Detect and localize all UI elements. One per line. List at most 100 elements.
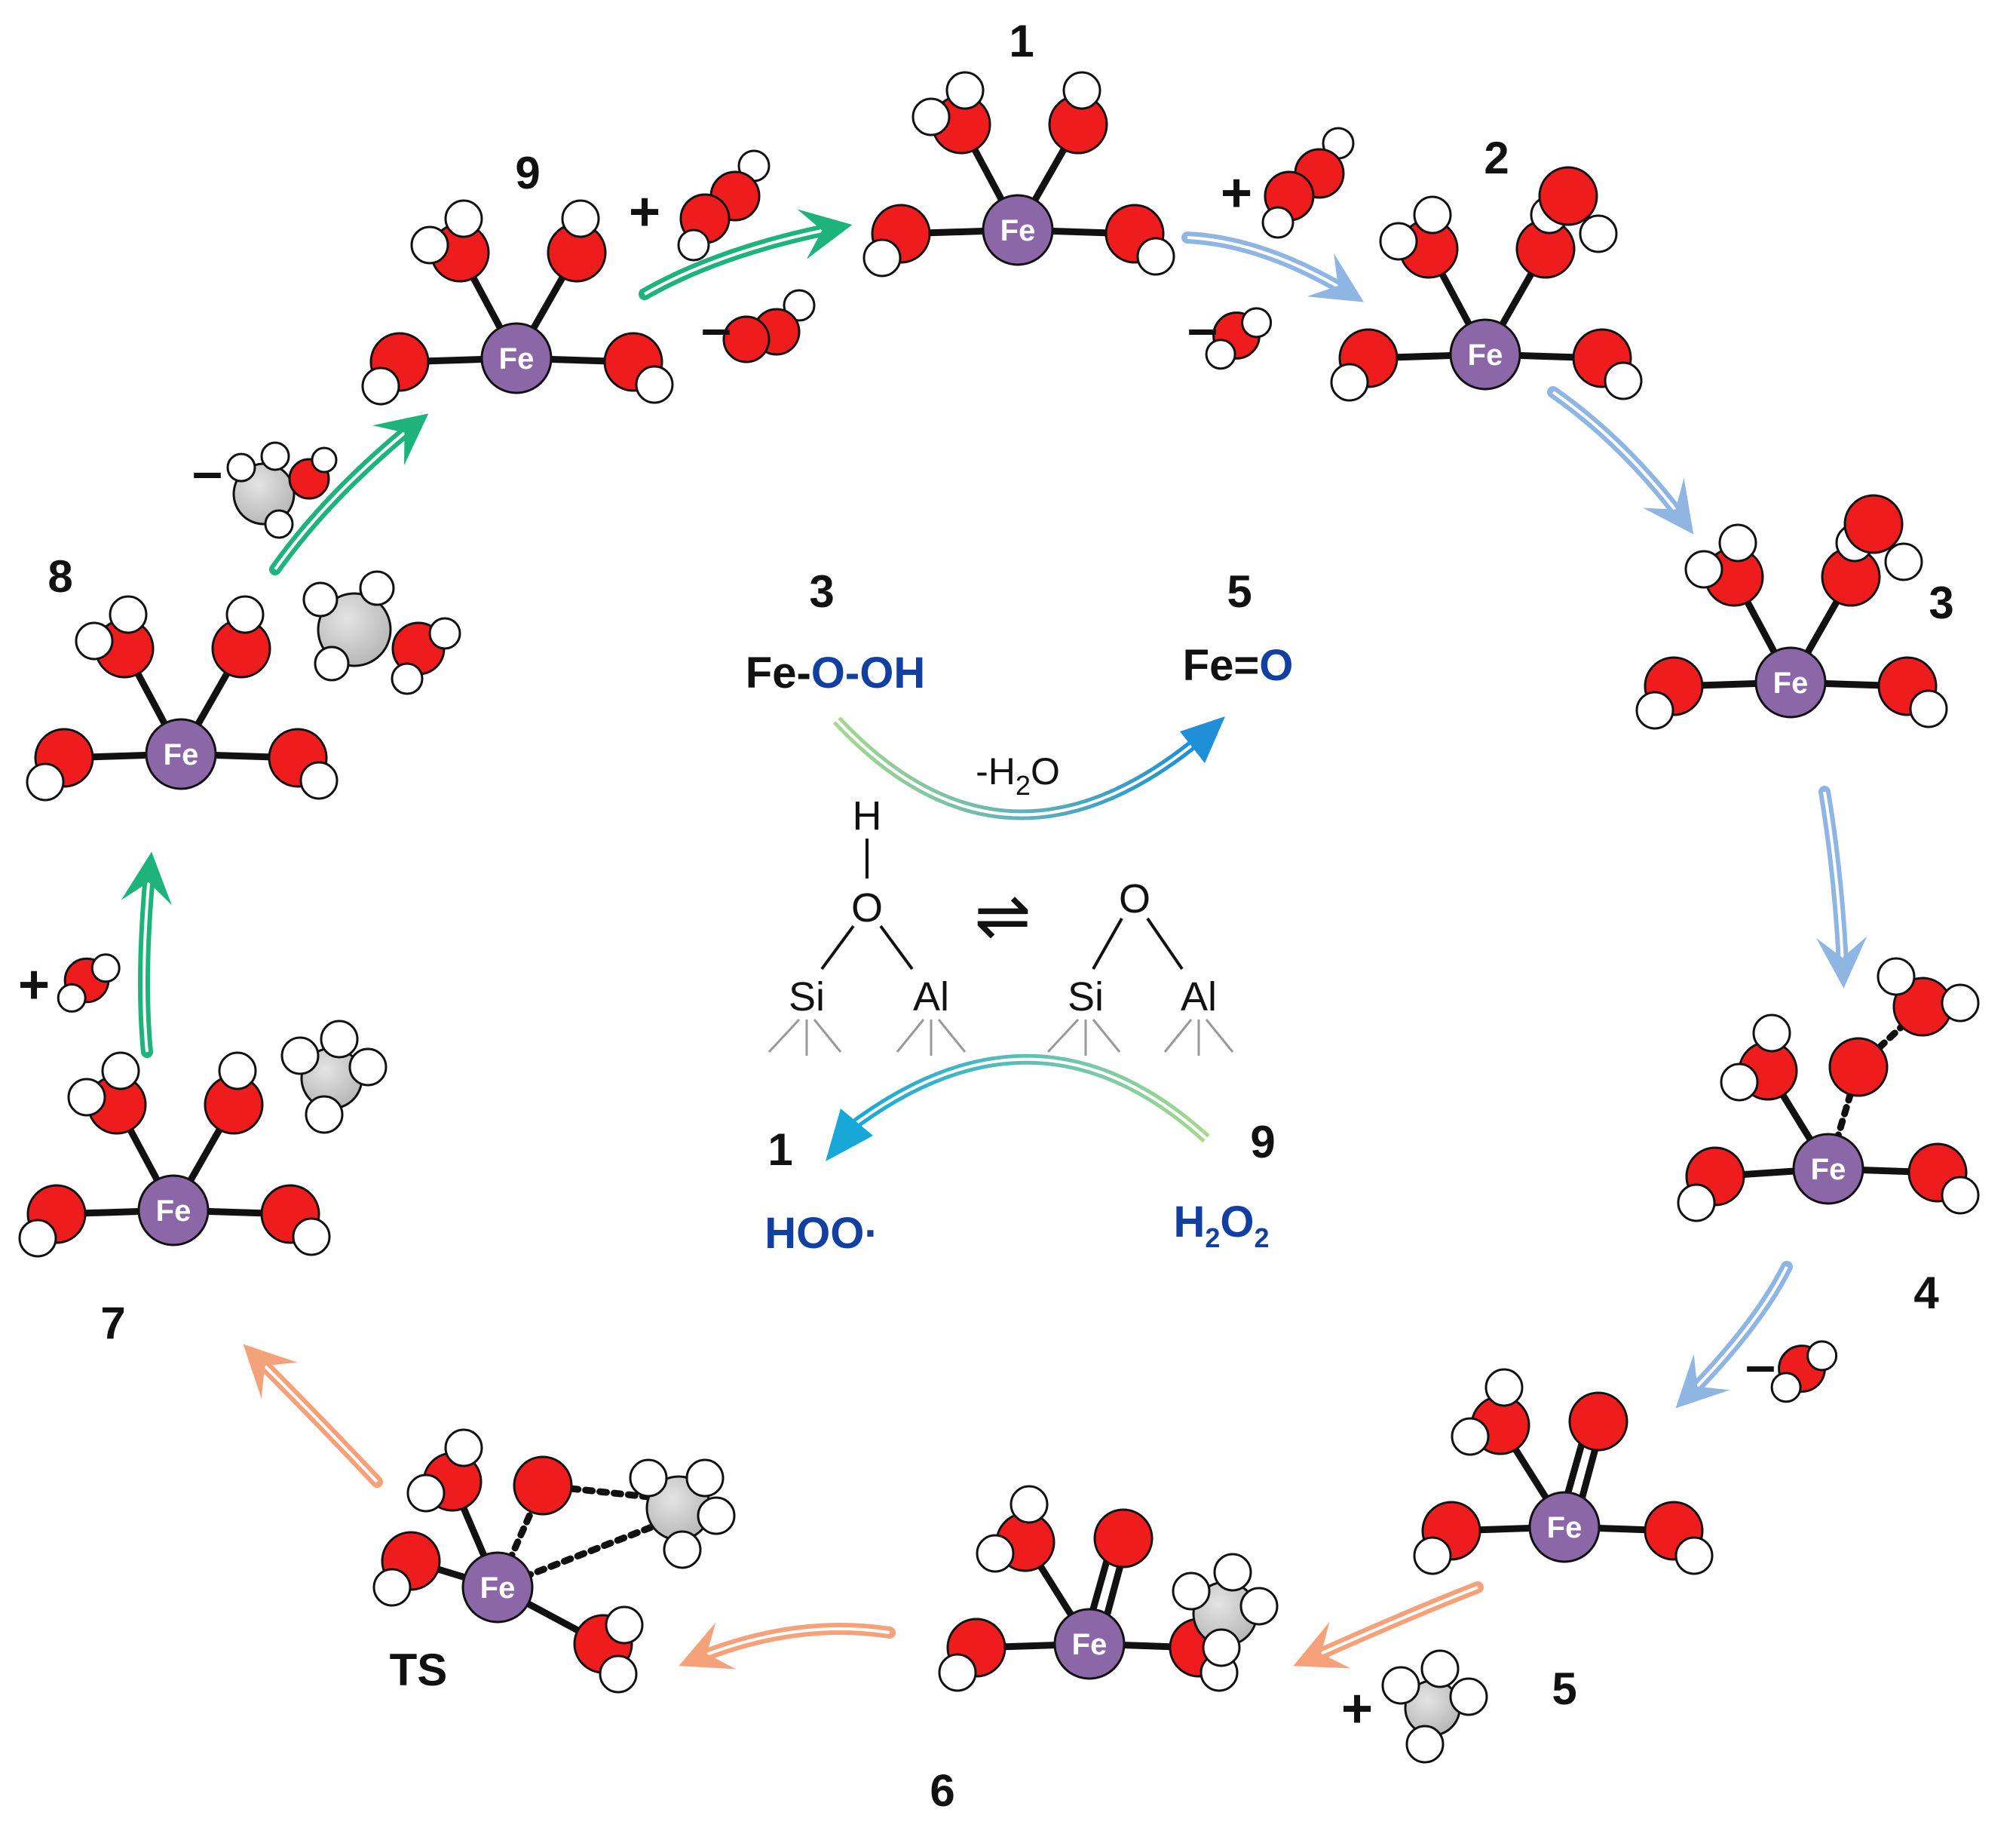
hydrogen-atom bbox=[1684, 550, 1723, 589]
iron-atom bbox=[1528, 1491, 1601, 1563]
fe-prefix: Fe- bbox=[746, 649, 811, 698]
hydrogen-atom bbox=[225, 595, 265, 634]
lewis-acid-site: O Si Al bbox=[1046, 876, 1234, 1056]
hydrogen-atom bbox=[391, 662, 424, 695]
hydrogen-atom bbox=[292, 1217, 331, 1256]
arrow-4-to-5 bbox=[1671, 1261, 1793, 1412]
hydrogen-atom bbox=[264, 509, 294, 539]
arrow-7-to-8 bbox=[118, 846, 175, 1058]
hydrogen-atom bbox=[599, 1654, 638, 1694]
hydrogen-atom bbox=[862, 238, 902, 278]
hydrogen-atom bbox=[635, 365, 674, 404]
hydrogen-atom bbox=[1062, 71, 1101, 110]
arrow-5-to-6 bbox=[1288, 1581, 1484, 1671]
iron-atom bbox=[1449, 318, 1521, 391]
hydrogen-atom bbox=[26, 762, 65, 802]
oxygen-atom bbox=[1843, 494, 1904, 554]
hydrogen-atom bbox=[561, 199, 600, 238]
center-label-3: 3 bbox=[809, 566, 834, 617]
water-removed-from-1 bbox=[1205, 307, 1273, 370]
complex-ts: Fe bbox=[372, 1428, 736, 1694]
equilibrium-arrows: ⇌ bbox=[974, 879, 1031, 954]
arrow-1-to-2 bbox=[1181, 232, 1368, 305]
hydrogen-atom bbox=[911, 97, 951, 136]
hydrogen-atom bbox=[18, 1219, 57, 1258]
complex-8: Fe bbox=[26, 595, 339, 802]
hydrogen-atom bbox=[226, 452, 256, 483]
hydrogen-atom bbox=[976, 1534, 1015, 1573]
hydrogen-atom bbox=[945, 71, 985, 110]
hydrogen-atom bbox=[1677, 1183, 1716, 1222]
hydrogen-atom bbox=[1405, 1725, 1445, 1764]
hydrogen-atom bbox=[1381, 1666, 1420, 1705]
hydrogen-atom bbox=[1379, 222, 1418, 261]
center-label-9: 9 bbox=[1250, 1117, 1275, 1167]
hydrogen-atom bbox=[302, 581, 339, 618]
iron-symbol: Fe bbox=[1000, 214, 1036, 247]
hydrogen-atom bbox=[361, 366, 400, 406]
hydrogen-atom bbox=[938, 1653, 977, 1692]
plus-sign-methane-to-6: + bbox=[1341, 1679, 1373, 1739]
hydrogen-atom bbox=[1770, 1372, 1802, 1403]
hydrogen-atom bbox=[1449, 1677, 1488, 1716]
oxygen-atom bbox=[1568, 1391, 1628, 1452]
hydrogen-atom bbox=[57, 983, 87, 1013]
hydrogen-atom bbox=[1941, 983, 1980, 1023]
hydrogen-atom bbox=[697, 1496, 736, 1535]
hydrogen-atom bbox=[314, 645, 350, 682]
iron-atom bbox=[461, 1551, 534, 1624]
methanol-removed-from-8 bbox=[226, 441, 338, 539]
hydrogen-atom bbox=[1941, 1176, 1980, 1215]
hydrogen-atom bbox=[305, 1095, 344, 1134]
arrow-6-to-ts bbox=[674, 1618, 896, 1672]
h2o2-added-to-9 bbox=[677, 149, 771, 262]
central-scheme: 3 5 Fe-O-OH Fe=O -H2O H O Si Al ⇌ bbox=[746, 566, 1294, 1258]
hydrogen-atom bbox=[299, 761, 339, 800]
state-label-5: 5 bbox=[1552, 1664, 1576, 1714]
plus-sign-h2o2-to-2: + bbox=[1221, 163, 1252, 223]
arrow-3-to-4 bbox=[1812, 786, 1870, 994]
hydrogen-atom bbox=[1413, 1536, 1452, 1575]
fe-eq-o: O bbox=[1259, 641, 1293, 690]
hydrogen-atom bbox=[1261, 206, 1294, 239]
svg-text:Si: Si bbox=[1068, 974, 1104, 1020]
complex-5: Fe bbox=[1413, 1368, 1714, 1575]
hydrogen-atom bbox=[1909, 689, 1948, 728]
bronsted-acid-site: H O Si Al bbox=[767, 793, 967, 1056]
minus-sign-water-from-4: – bbox=[1745, 1335, 1775, 1396]
o-oh-text: O-OH bbox=[811, 649, 925, 698]
arrow-2-to-3 bbox=[1547, 386, 1697, 539]
center-label-5: 5 bbox=[1227, 566, 1252, 617]
methanol-near-8 bbox=[302, 570, 461, 695]
hydrogen-atom bbox=[90, 953, 121, 983]
state-label-4: 4 bbox=[1913, 1268, 1939, 1318]
hydrogen-atom bbox=[1202, 1628, 1241, 1667]
hydrogen-atom bbox=[1484, 1368, 1524, 1407]
state-label-3: 3 bbox=[1929, 578, 1953, 628]
hydrogen-atom bbox=[109, 595, 148, 634]
hydrogen-atom bbox=[320, 1020, 359, 1059]
hydrogen-atom bbox=[1451, 1417, 1490, 1456]
hydrogen-atom bbox=[1579, 214, 1618, 253]
hydrogen-atom bbox=[359, 570, 395, 606]
fe-eq-prefix: Fe= bbox=[1183, 641, 1260, 690]
iron-atom bbox=[982, 194, 1054, 266]
complex-2: Fe bbox=[1330, 166, 1643, 402]
iron-symbol: Fe bbox=[1072, 1628, 1108, 1661]
fe-o-oh-formula: Fe-O-OH bbox=[746, 649, 925, 698]
hydrogen-atom bbox=[410, 225, 449, 265]
hydrogen-atom bbox=[1136, 237, 1175, 276]
iron-symbol: Fe bbox=[480, 1572, 516, 1605]
hydrogen-atom bbox=[605, 1605, 644, 1645]
hydrogen-atom bbox=[348, 1047, 388, 1087]
hydrogen-atom bbox=[1635, 691, 1674, 730]
state-label-6: 6 bbox=[930, 1765, 954, 1816]
iron-atom bbox=[1754, 646, 1827, 719]
iron-symbol: Fe bbox=[1468, 339, 1503, 372]
hydrogen-atom bbox=[1413, 195, 1452, 235]
water-removed-from-4 bbox=[1770, 1340, 1838, 1403]
hydrogen-atom bbox=[1884, 542, 1923, 581]
methane-molecule bbox=[1172, 1553, 1279, 1667]
